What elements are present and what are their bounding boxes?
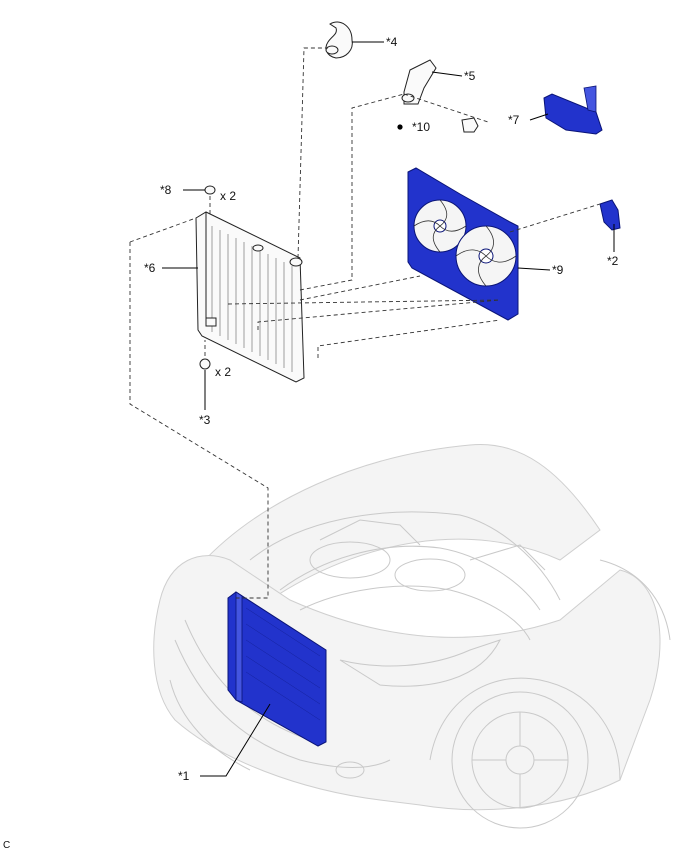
callout-4: *4	[386, 35, 398, 49]
callout-2: *2	[607, 254, 619, 268]
callout-6: *6	[144, 261, 156, 275]
figure-corner-code: C	[3, 840, 10, 851]
upper-support-cushion	[204, 185, 216, 195]
lower-support-cushion	[199, 358, 211, 370]
fan-connector-highlight	[599, 199, 621, 231]
callout-1: *1	[178, 769, 190, 783]
hose-clamp	[397, 117, 479, 133]
fan-shroud-highlight	[407, 167, 519, 321]
callout-leaders	[162, 41, 615, 777]
callout-5: *5	[464, 69, 476, 83]
callout-3: *3	[199, 413, 211, 427]
callout-labels: *1 *2 *3 *4 *5 *6 *7 *8 *9 *10 x 2 x 2 C	[3, 35, 619, 851]
vehicle-front-illustration	[153, 443, 671, 829]
callout-7: *7	[508, 113, 520, 127]
reserve-tank-highlight	[543, 85, 603, 135]
assembly-guide-lines	[129, 47, 601, 599]
radiator-assembly	[195, 211, 305, 383]
callout-8: *8	[160, 183, 172, 197]
callout-10: *10	[412, 120, 430, 134]
condenser-highlight	[227, 591, 327, 747]
callout-9: *9	[552, 263, 564, 277]
quantity-label-upper-cushion: x 2	[220, 189, 236, 203]
quantity-label-lower-cushion: x 2	[215, 365, 231, 379]
lower-hose	[401, 59, 437, 105]
upper-hose	[325, 21, 353, 59]
